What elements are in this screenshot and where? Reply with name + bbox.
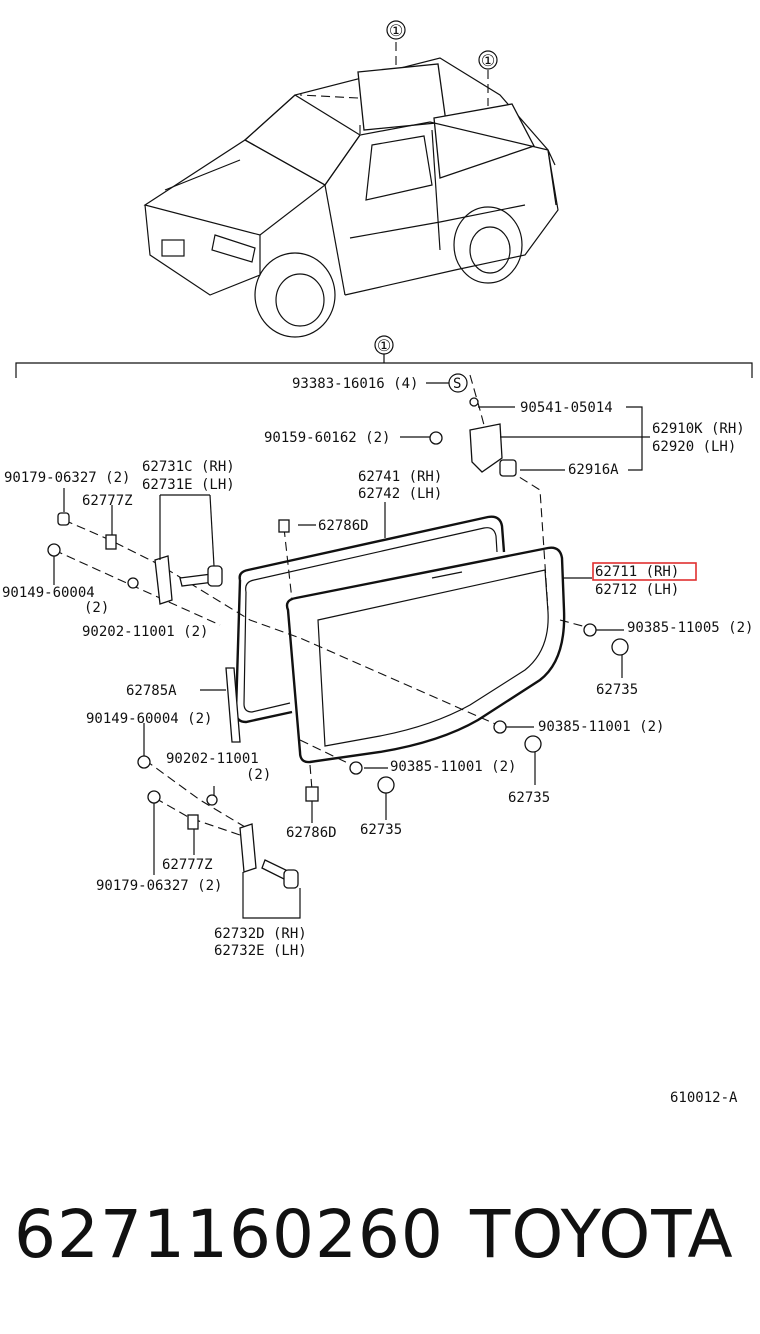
moulding-62785A — [200, 667, 241, 743]
label-62712: 62712 (LH) — [595, 582, 679, 598]
footer: 6271160260 TOYOTA — [0, 1190, 760, 1280]
glass-panel-62711 — [285, 546, 566, 764]
label-62742: 62742 (LH) — [358, 486, 442, 502]
label-62777z-top: 62777Z — [82, 493, 133, 509]
ref-marker-2-label: ① — [481, 51, 495, 70]
ref-marker-1 — [386, 20, 406, 40]
label-62786d-top: 62786D — [318, 518, 369, 534]
label-62711: 62711 (RH) — [595, 564, 679, 580]
ref-marker-group-label: ① — [377, 336, 391, 355]
label-90202-11001-bottom: 90202-11001 — [166, 751, 259, 767]
label-90149-60004-top: 90149-60004 — [2, 585, 95, 601]
label-90202-11001-bottom-qty: (2) — [246, 767, 271, 783]
drawing-code: 610012-A — [670, 1090, 738, 1106]
label-90179-06327-bottom: 90179-06327 (2) — [96, 878, 222, 894]
label-93383-16016: 93383-16016 (4) — [292, 376, 418, 392]
label-90149-60004-bottom: 90149-60004 (2) — [86, 711, 212, 727]
label-90385-11001-right: 90385-11001 (2) — [538, 719, 664, 735]
highlight-62711 — [592, 562, 697, 581]
part-labels: 93383-16016 (4) S 90541-05014 62910K (RH… — [2, 376, 753, 1106]
label-62735-bottom: 62735 — [360, 822, 402, 838]
label-90179-06327-top: 90179-06327 (2) — [4, 470, 130, 486]
label-62731c: 62731C (RH) — [142, 459, 235, 475]
group-bracket — [15, 335, 753, 378]
label-62735-middle: 62735 — [508, 790, 550, 806]
ref-marker-1-label: ① — [389, 21, 403, 40]
label-62916a: 62916A — [568, 462, 619, 478]
label-s-mark: S — [453, 376, 461, 392]
label-62777z-bottom: 62777Z — [162, 857, 213, 873]
label-90159-60162: 90159-60162 (2) — [264, 430, 390, 446]
label-62735-right: 62735 — [596, 682, 638, 698]
label-90385-11001-bottom: 90385-11001 (2) — [390, 759, 516, 775]
label-62732e: 62732E (LH) — [214, 943, 307, 959]
label-62731e: 62731E (LH) — [142, 477, 235, 493]
label-62732d: 62732D (RH) — [214, 926, 307, 942]
label-62741: 62741 (RH) — [358, 469, 442, 485]
part-number: 6271160260 — [14, 1196, 444, 1273]
assembly-lines — [53, 374, 591, 836]
label-62910k: 62910K (RH) — [652, 421, 745, 437]
label-90541-05014: 90541-05014 — [520, 400, 613, 416]
label-90202-11001-top: 90202-11001 (2) — [82, 624, 208, 640]
ref-marker-2 — [478, 50, 498, 70]
brand-name: TOYOTA — [470, 1196, 734, 1273]
label-90149-60004-top-qty: (2) — [84, 600, 109, 616]
weatherstrip-62741 — [234, 515, 506, 724]
label-62920: 62920 (LH) — [652, 439, 736, 455]
hardware-parts — [47, 373, 629, 889]
leader-lines — [53, 382, 650, 919]
vehicle-illustration — [143, 42, 559, 338]
label-90385-11005: 90385-11005 (2) — [627, 620, 753, 636]
label-62785a: 62785A — [126, 683, 177, 699]
label-62786d-bottom: 62786D — [286, 825, 337, 841]
